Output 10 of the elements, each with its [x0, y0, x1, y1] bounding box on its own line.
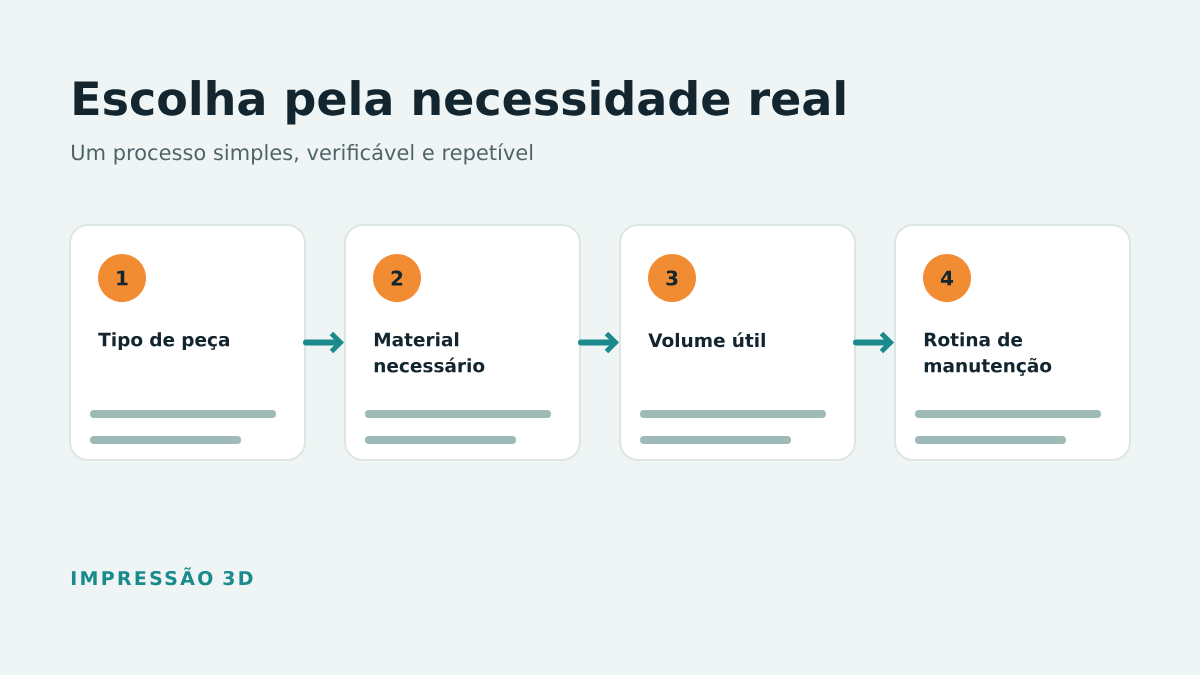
- number-badge: 2: [373, 254, 421, 302]
- number-badge: 3: [648, 254, 696, 302]
- subtitle: Um processo simples, verificável e repetível: [72, 143, 533, 165]
- footer-text: IMPRESSÃO 3D: [71, 567, 253, 586]
- title: Escolha pela necessidade real: [74, 80, 845, 125]
- number-badge: 4: [923, 254, 971, 302]
- arrow: [303, 331, 344, 354]
- number-badge: 1: [98, 254, 146, 302]
- arrow: [578, 331, 619, 354]
- arrow: [853, 331, 894, 354]
